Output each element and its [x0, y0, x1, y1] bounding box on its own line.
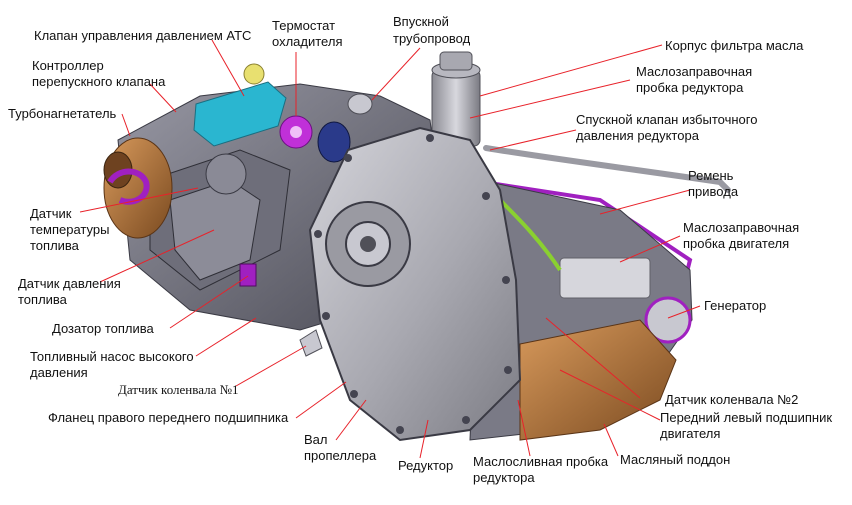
label-reducer: Редуктор [398, 458, 454, 473]
green-hose [498, 198, 562, 272]
relief-pipe [483, 145, 731, 193]
label-relief-1: Спускной клапан избыточного [576, 112, 758, 127]
fuel-system [205, 153, 323, 357]
label-belt-1: Ремень [688, 168, 734, 183]
oil-filter-housing [431, 51, 481, 147]
oil-sump [519, 319, 677, 441]
label-belt-2: привода [688, 184, 739, 199]
intake-manifold [317, 93, 373, 163]
label-crank-sensor-1: Датчик коленвала №1 [118, 382, 239, 397]
label-eng-oil-fill-2: пробка двигателя [683, 236, 790, 251]
label-fuel-temp-2: температуры [30, 222, 110, 237]
label-gb-oil-fill-1: Маслозаправочная [636, 64, 753, 79]
ats-valve [193, 63, 287, 147]
label-front-left-bearing-1: Передний левый подшипник [660, 410, 833, 425]
label-gb-oil-fill-2: пробка редуктора [636, 80, 744, 95]
reducer-cover [308, 126, 522, 442]
label-turbocharger: Турбонагнетатель [8, 106, 117, 121]
label-fuel-doser: Дозатор топлива [52, 321, 154, 336]
label-fuel-pressure-2: топлива [18, 292, 67, 307]
label-gb-drain-1: Маслосливная пробка [473, 454, 609, 469]
label-oil-sump: Масляный поддон [620, 452, 731, 467]
label-eng-oil-fill-1: Маслозаправочная [683, 220, 800, 235]
label-flange: Фланец правого переднего подшипника [48, 410, 289, 425]
label-gb-drain-2: редуктора [473, 470, 535, 485]
label-thermostat-1: Термостат [272, 18, 336, 33]
label-oil-filter: Корпус фильтра масла [665, 38, 804, 53]
label-fuel-pressure-1: Датчик давления [18, 276, 121, 291]
label-bypass-controller-2: перепускного клапана [32, 74, 166, 89]
label-intake-2: трубопровод [393, 31, 471, 46]
label-generator: Генератор [704, 298, 767, 313]
label-fuel-temp-1: Датчик [30, 206, 72, 221]
label-shaft-1: Вал [304, 432, 328, 447]
label-thermostat-2: охладителя [272, 34, 343, 49]
label-hp-pump-1: Топливный насос высокого [30, 349, 194, 364]
label-bypass-controller-1: Контроллер [32, 58, 104, 73]
label-crank-sensor-2: Датчик коленвала №2 [665, 392, 799, 407]
label-ats-valve: Клапан управления давлением АТС [34, 28, 252, 43]
label-fuel-temp-3: топлива [30, 238, 79, 253]
label-front-left-bearing-2: двигателя [660, 426, 721, 441]
leader-lines [79, 39, 701, 459]
turbocharger [103, 137, 173, 239]
label-intake-1: Впускной [393, 14, 449, 29]
label-hp-pump-2: давления [30, 365, 88, 380]
label-shaft-2: пропеллера [304, 448, 377, 463]
thermostat [279, 115, 313, 149]
label-relief-2: давления редуктора [576, 128, 699, 143]
